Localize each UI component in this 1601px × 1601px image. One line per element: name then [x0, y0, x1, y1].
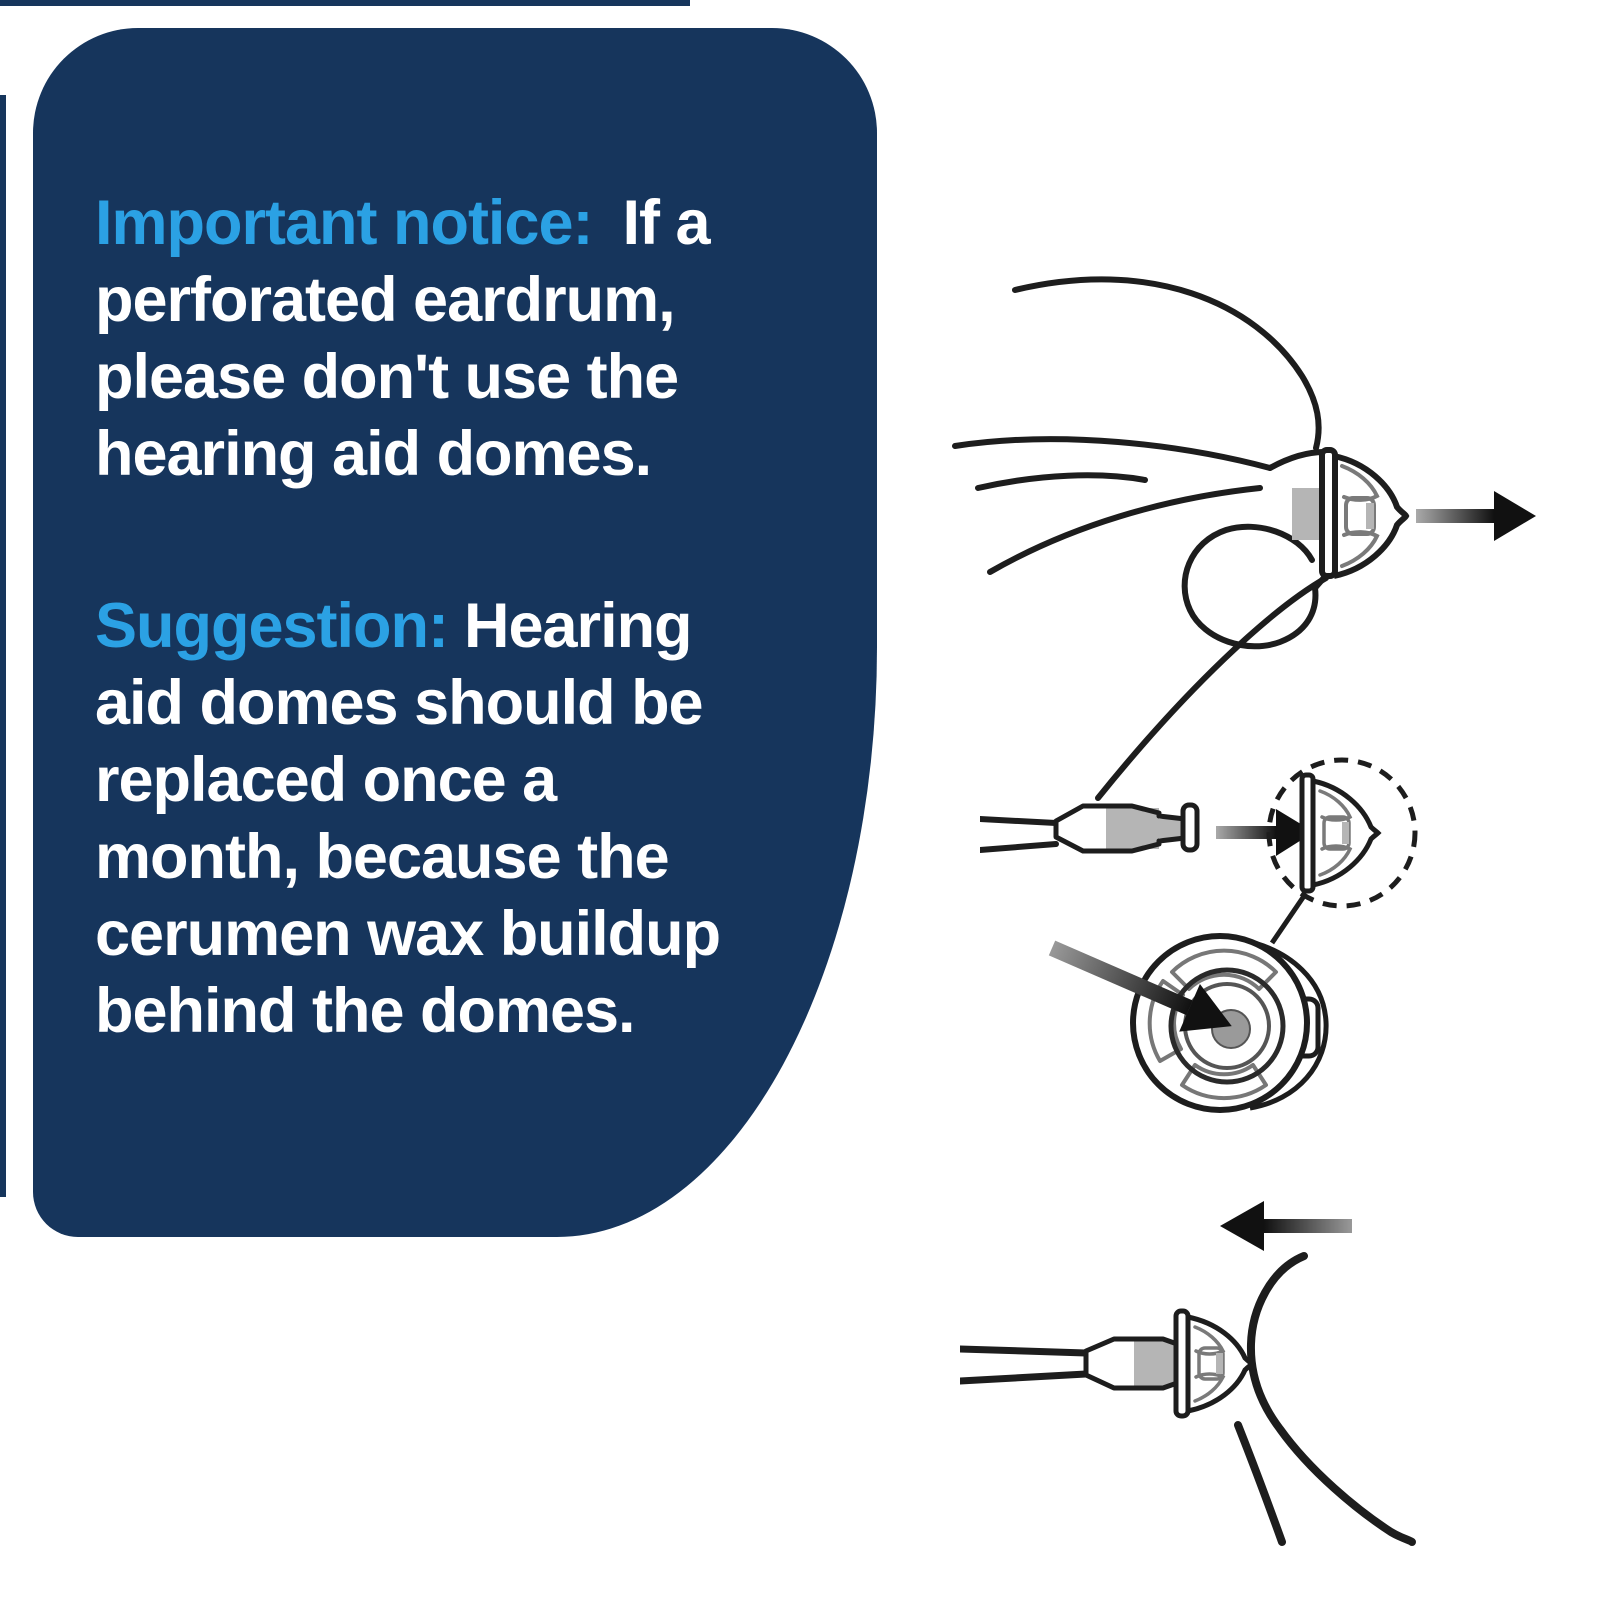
text-line: perforated eardrum, [95, 265, 676, 335]
text-line: please don't use the [95, 342, 679, 412]
left-edge-line [0, 95, 6, 1197]
right-arrow-icon [1416, 491, 1536, 541]
important-notice-paragraph: Important notice: If a perforated eardrum… [95, 185, 711, 493]
text-line: aid domes should be [95, 668, 704, 738]
dome-side-view-magnified [1299, 772, 1382, 894]
illustration-remove-dome-from-ear [930, 250, 1550, 810]
notice-card: Important notice: If a perforated eardrum… [33, 28, 877, 1237]
magnifier-dashed-circle [1266, 757, 1418, 909]
ear-outline [952, 276, 1330, 801]
text-line: Suggestion:Hearing [95, 588, 720, 665]
receiver [980, 802, 1200, 854]
dome-front-view [1130, 933, 1329, 1113]
text-line: cerumen wax buildup [95, 899, 721, 969]
dome-side-view [1292, 447, 1410, 579]
text-line: Important notice: If a [95, 185, 711, 262]
important-notice-heading: Important notice: [95, 188, 593, 258]
magnifier-callout-line [1269, 894, 1307, 945]
suggestion-paragraph: Suggestion:Hearing aid domes should be r… [95, 588, 721, 1050]
text-line: hearing aid domes. [95, 419, 652, 489]
suggestion-heading: Suggestion: [95, 591, 449, 661]
receiver-with-dome [960, 1308, 1256, 1419]
text-line: Hearing [463, 591, 693, 661]
illustration-attach-dome-to-receiver [980, 710, 1460, 1160]
attach-dome-drawing [980, 757, 1418, 1113]
text-line: If a [622, 188, 711, 258]
text-line: replaced once a [95, 745, 557, 815]
insert-dome-drawing [960, 1201, 1416, 1546]
illustration-insert-dome-into-ear [960, 1180, 1520, 1600]
diagonal-arrow-icon [1048, 940, 1232, 1032]
text-line: month, because the [95, 822, 670, 892]
right-arrow-icon [1216, 809, 1314, 856]
remove-dome-drawing [952, 276, 1536, 801]
left-arrow-icon [1220, 1201, 1352, 1251]
ear-outline [1234, 1252, 1416, 1546]
top-edge-line [0, 0, 690, 6]
text-line: behind the domes. [95, 976, 636, 1046]
